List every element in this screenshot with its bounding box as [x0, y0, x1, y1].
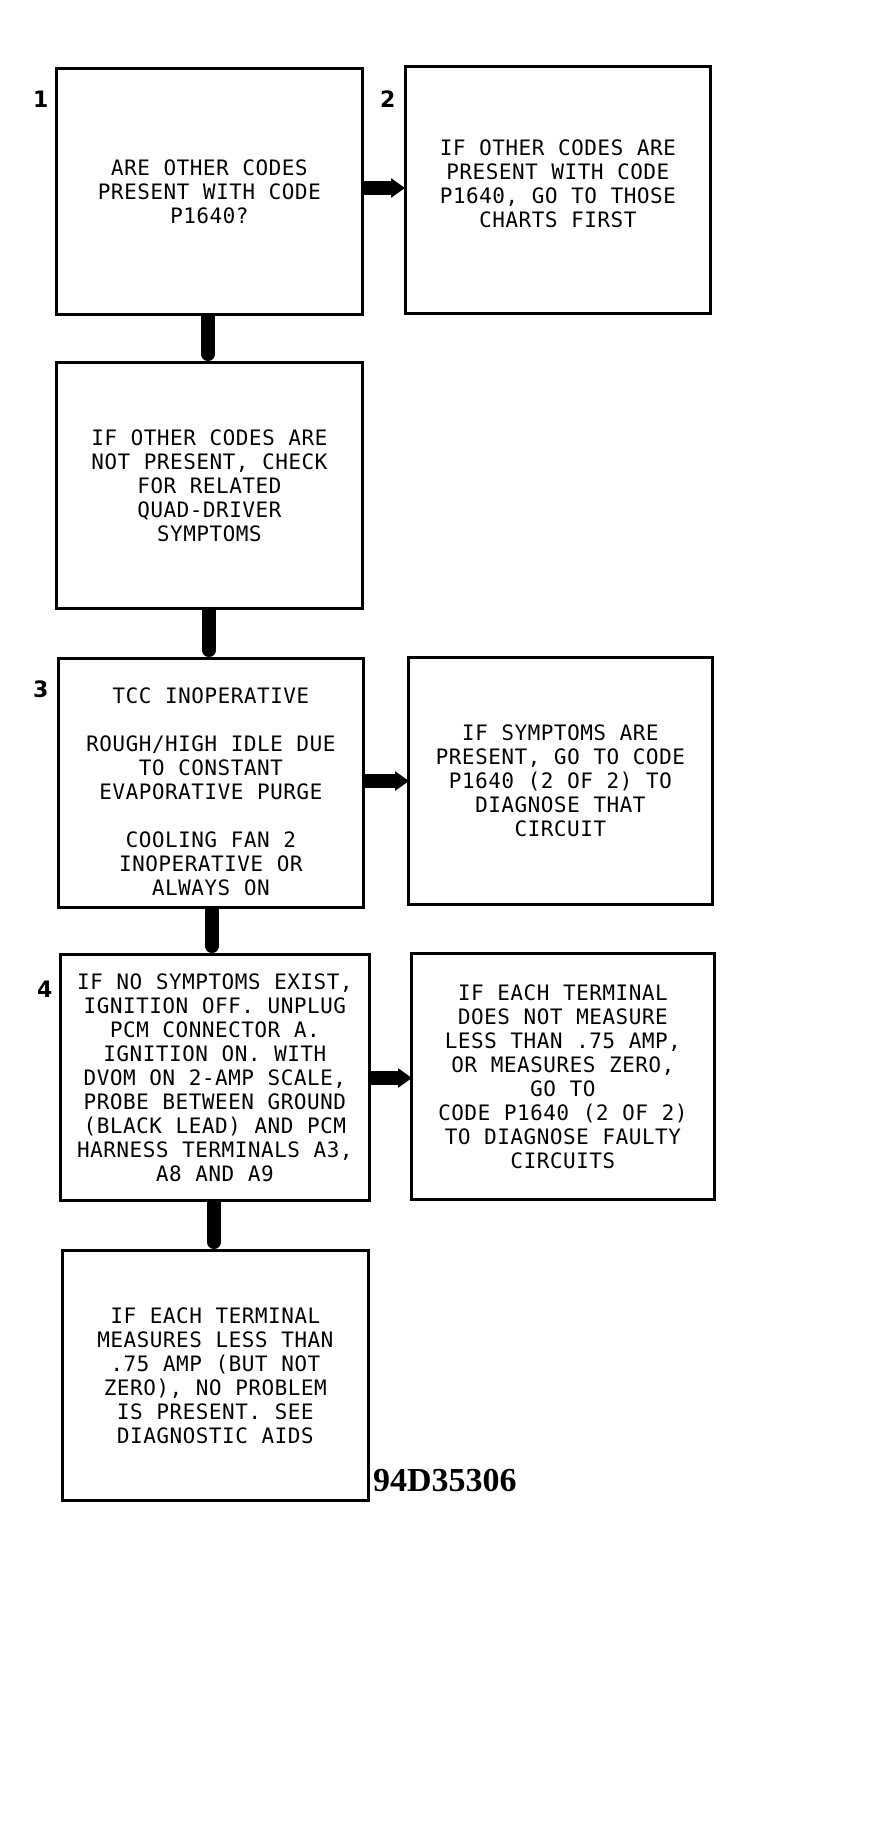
- box-line: IF OTHER CODES ARE: [439, 136, 677, 160]
- box-line: IF SYMPTOMS ARE: [461, 721, 660, 745]
- box-line: LESS THAN .75 AMP,: [444, 1028, 682, 1053]
- connector-down-4: [207, 1202, 221, 1249]
- box-line: TO CONSTANT: [138, 756, 284, 780]
- action-box-check-symptoms: IF OTHER CODES ARE NOT PRESENT, CHECK FO…: [55, 361, 364, 610]
- box-line: TCC INOPERATIVE: [112, 684, 310, 708]
- box-line: P1640 (2 OF 2) TO: [448, 769, 673, 793]
- box-text: IF EACH TERMINAL DOES NOT MEASURE LESS T…: [438, 981, 688, 1173]
- box-line: IGNITION ON. WITH: [103, 1041, 327, 1066]
- box-text: IF EACH TERMINAL MEASURES LESS THAN .75 …: [97, 1304, 334, 1448]
- box-line: ZERO), NO PROBLEM: [103, 1375, 328, 1400]
- box-line: CIRCUIT: [514, 817, 607, 841]
- box-line: (BLACK LEAD) AND PCM: [83, 1113, 347, 1138]
- box-line: PRESENT, GO TO CODE: [435, 745, 686, 769]
- box-line: CODE P1640 (2 OF 2): [438, 1100, 688, 1125]
- arrow-right-icon: [398, 1068, 412, 1088]
- box-line: PRESENT WITH CODE: [97, 179, 322, 204]
- box-line: DIAGNOSTIC AIDS: [116, 1423, 315, 1448]
- box-line: PCM CONNECTOR A.: [109, 1017, 321, 1042]
- connector-right-1: [364, 181, 394, 195]
- connector-down-2: [202, 610, 216, 657]
- box-line: IF EACH TERMINAL: [457, 980, 669, 1005]
- box-text: IF OTHER CODES ARE NOT PRESENT, CHECK FO…: [91, 426, 328, 546]
- connector-right-3: [371, 1071, 401, 1085]
- box-line: CHARTS FIRST: [479, 208, 637, 232]
- box-line: COOLING FAN 2: [125, 828, 297, 852]
- box-line: ARE OTHER CODES: [110, 155, 309, 180]
- box-line: .75 AMP (BUT NOT: [110, 1351, 321, 1376]
- box-text: IF NO SYMPTOMS EXIST, IGNITION OFF. UNPL…: [77, 970, 353, 1186]
- step-number-1: 1: [33, 88, 49, 113]
- box-text: IF OTHER CODES ARE PRESENT WITH CODE P16…: [440, 136, 677, 232]
- box-line: IF NO SYMPTOMS EXIST,: [76, 969, 353, 994]
- question-box-other-codes: ARE OTHER CODES PRESENT WITH CODE P1640?: [55, 67, 364, 316]
- action-box-faulty-circuits: IF EACH TERMINAL DOES NOT MEASURE LESS T…: [410, 952, 716, 1201]
- box-line: SYMPTOMS: [156, 521, 263, 546]
- box-text: ARE OTHER CODES PRESENT WITH CODE P1640?: [98, 156, 321, 228]
- figure-id: 94D35306: [373, 1462, 517, 1499]
- connector-down-3: [205, 909, 219, 953]
- action-box-symptoms-present: IF SYMPTOMS ARE PRESENT, GO TO CODE P164…: [407, 656, 714, 906]
- test-procedure-box: IF NO SYMPTOMS EXIST, IGNITION OFF. UNPL…: [59, 953, 371, 1202]
- box-line: IGNITION OFF. UNPLUG: [83, 993, 347, 1018]
- box-text: IF SYMPTOMS ARE PRESENT, GO TO CODE P164…: [436, 721, 686, 841]
- box-line: MEASURES LESS THAN: [97, 1327, 334, 1352]
- step-number-2: 2: [380, 88, 396, 113]
- box-line: GO TO: [530, 1076, 596, 1101]
- box-line: P1640?: [170, 203, 249, 228]
- box-line: ROUGH/HIGH IDLE DUE: [86, 732, 336, 756]
- box-line: CIRCUITS: [510, 1148, 616, 1173]
- step-number-4: 4: [37, 978, 53, 1003]
- box-line: NOT PRESENT, CHECK: [91, 449, 328, 474]
- box-line: ALWAYS ON: [151, 876, 271, 900]
- arrow-right-icon: [391, 178, 405, 198]
- box-line: IF EACH TERMINAL: [110, 1303, 321, 1328]
- symptom-box: TCC INOPERATIVE ROUGH/HIGH IDLE DUE TO C…: [57, 657, 365, 909]
- result-box-no-problem: IF EACH TERMINAL MEASURES LESS THAN .75 …: [61, 1249, 370, 1502]
- box-line: A8 AND A9: [155, 1161, 275, 1186]
- step-number-3: 3: [33, 678, 49, 703]
- box-line: INOPERATIVE OR: [118, 852, 303, 876]
- box-line: TO DIAGNOSE FAULTY: [444, 1124, 682, 1149]
- connector-down-1: [201, 316, 215, 361]
- box-line: P1640, GO TO THOSE: [439, 184, 677, 208]
- box-line: DVOM ON 2-AMP SCALE,: [83, 1065, 347, 1090]
- box-line: IF OTHER CODES ARE: [91, 425, 328, 450]
- connector-right-2: [365, 774, 398, 788]
- box-line: DIAGNOSE THAT: [475, 793, 646, 817]
- box-line: QUAD-DRIVER: [137, 497, 282, 522]
- arrow-right-icon: [395, 771, 409, 791]
- action-box-go-to-charts: IF OTHER CODES ARE PRESENT WITH CODE P16…: [404, 65, 712, 315]
- box-line: FOR RELATED: [137, 473, 282, 498]
- box-line: DOES NOT MEASURE: [457, 1004, 669, 1029]
- box-line: PRESENT WITH CODE: [446, 160, 670, 184]
- box-line: IS PRESENT. SEE: [116, 1399, 315, 1424]
- box-text: TCC INOPERATIVE ROUGH/HIGH IDLE DUE TO C…: [86, 684, 336, 900]
- box-line: HARNESS TERMINALS A3,: [76, 1137, 353, 1162]
- box-line: EVAPORATIVE PURGE: [99, 780, 323, 804]
- box-line: PROBE BETWEEN GROUND: [83, 1089, 347, 1114]
- box-line: OR MEASURES ZERO,: [451, 1052, 675, 1077]
